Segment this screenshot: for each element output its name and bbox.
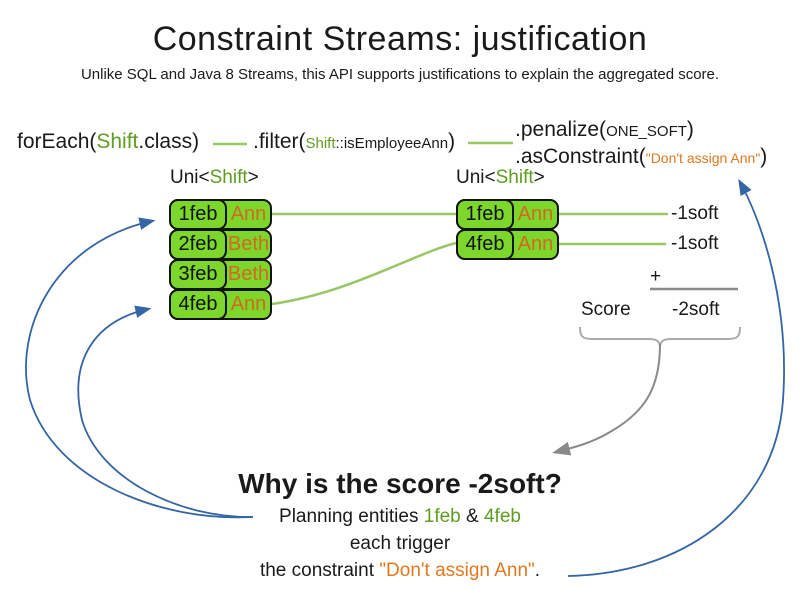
left-row-2feb: 2feb Beth xyxy=(169,229,272,260)
code-foreach: forEach(Shift.class) xyxy=(17,130,199,154)
match-line-4feb xyxy=(271,241,457,306)
why-line1: Planning entities 1feb & 4feb xyxy=(0,506,800,528)
foreach-pre: forEach( xyxy=(17,130,97,153)
penalize-pre: .penalize( xyxy=(515,118,607,141)
foreach-post: .class) xyxy=(138,130,200,153)
asconstraint-close: ) xyxy=(760,145,768,168)
page-title: Constraint Streams: justification xyxy=(152,20,648,58)
uni-type: Shift xyxy=(495,167,534,188)
name-cell: Beth xyxy=(227,233,270,255)
date-cell: 2feb xyxy=(169,229,227,260)
penalize-arg: ONE_SOFT xyxy=(606,123,687,140)
right-row-1feb: 1feb Ann xyxy=(456,199,559,230)
left-row-4feb: 4feb Ann xyxy=(169,289,272,320)
date-cell: 1feb xyxy=(456,199,514,230)
left-row-3feb: 3feb Beth xyxy=(169,259,272,290)
why-amp: & xyxy=(460,506,484,527)
penalize-close: ) xyxy=(686,118,694,141)
filter-close: ) xyxy=(448,130,456,153)
why-constraint: "Don't assign Ann" xyxy=(379,560,535,581)
asconstraint-pre: .asConstraint( xyxy=(515,145,646,168)
date-cell: 4feb xyxy=(169,289,227,320)
right-row-4feb: 4feb Ann xyxy=(456,229,559,260)
filter-pre: .filter( xyxy=(253,130,306,153)
uni-type: Shift xyxy=(209,167,248,188)
uni-pre: Uni< xyxy=(456,167,496,188)
code-penalize: .penalize(ONE_SOFT) xyxy=(515,118,694,142)
name-cell: Ann xyxy=(230,293,267,315)
total-score: -2soft xyxy=(672,299,720,320)
why-entity2: 4feb xyxy=(483,506,521,527)
date-cell: 3feb xyxy=(169,259,227,290)
filter-type: Shift xyxy=(305,135,336,152)
uni-post: > xyxy=(533,167,545,188)
why-line3-post: . xyxy=(534,560,541,581)
code-asconstraint: .asConstraint("Don't assign Ann") xyxy=(515,145,767,169)
left-row-1feb: 1feb Ann xyxy=(169,199,272,230)
blue-arrow-to-4feb-row xyxy=(77,305,254,518)
name-cell: Ann xyxy=(517,203,554,225)
why-line2: each trigger xyxy=(349,533,451,554)
why-line1-pre: Planning entities xyxy=(279,506,424,527)
gray-arrow-to-explanation xyxy=(552,343,661,456)
plus-sign: + xyxy=(650,266,662,287)
asconstraint-string: "Don't assign Ann" xyxy=(645,150,761,166)
why-heading: Why is the score -2soft? xyxy=(238,468,562,499)
name-cell: Ann xyxy=(230,203,267,225)
name-cell: Ann xyxy=(517,233,554,255)
why-line3: the constraint "Don't assign Ann". xyxy=(0,560,800,582)
date-cell: 1feb xyxy=(169,199,227,230)
uni-post: > xyxy=(247,167,259,188)
score-bracket xyxy=(579,326,741,347)
filter-method: ::isEmployeeAnn xyxy=(335,135,449,152)
blue-arrow-to-1feb-row xyxy=(25,217,254,519)
date-cell: 4feb xyxy=(456,229,514,260)
right-stream-title: Uni<Shift> xyxy=(456,167,545,189)
why-line3-pre: the constraint xyxy=(259,560,380,581)
name-cell: Beth xyxy=(227,263,270,285)
match2-score: -1soft xyxy=(671,233,719,254)
score-label: Score xyxy=(581,299,631,320)
why-entity1: 1feb xyxy=(423,506,461,527)
code-filter: .filter(Shift::isEmployeeAnn) xyxy=(253,130,455,154)
blue-arrow-to-asconstraint xyxy=(567,178,785,577)
foreach-type: Shift xyxy=(96,130,139,153)
uni-pre: Uni< xyxy=(170,167,210,188)
page-subtitle: Unlike SQL and Java 8 Streams, this API … xyxy=(80,66,720,83)
left-stream-title: Uni<Shift> xyxy=(170,167,259,189)
match1-score: -1soft xyxy=(671,203,719,224)
